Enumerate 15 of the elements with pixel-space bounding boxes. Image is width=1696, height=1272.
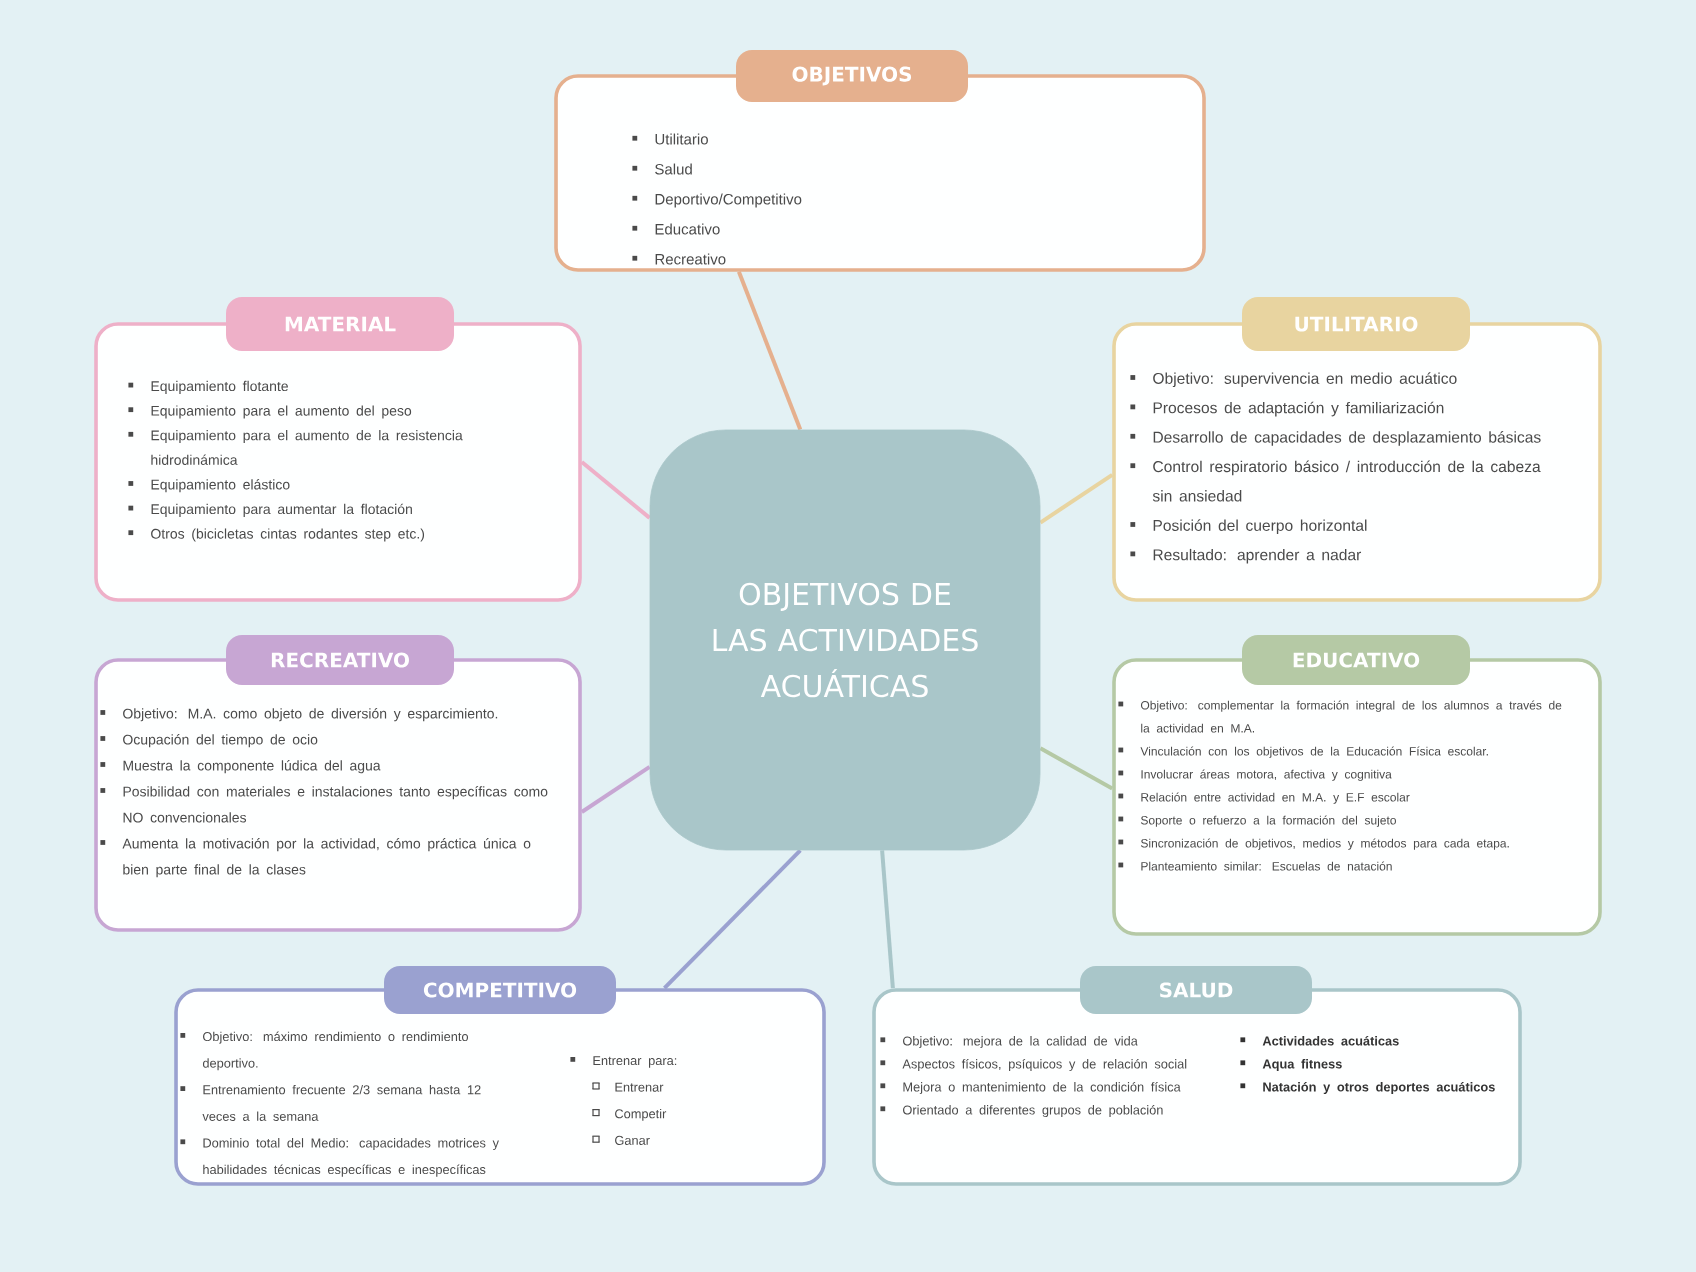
- connector-line: [1039, 746, 1114, 791]
- heading-pill: UTILITARIO: [1242, 297, 1470, 351]
- connector-line: [1039, 473, 1114, 525]
- heading-pill: EDUCATIVO: [1242, 635, 1470, 685]
- heading-pill: COMPETITIVO: [384, 966, 616, 1014]
- connector-line: [880, 850, 895, 989]
- connector-line: [737, 271, 803, 431]
- connector-line: [663, 849, 802, 990]
- heading-pill: MATERIAL: [226, 297, 454, 351]
- heading-pill: OBJETIVOS: [736, 50, 968, 102]
- heading-pill: RECREATIVO: [226, 635, 454, 685]
- connector-line: [580, 765, 651, 814]
- connector-line: [580, 460, 651, 520]
- heading-pill: SALUD: [1080, 966, 1312, 1014]
- central-topic: OBJETIVOS DE LAS ACTIVIDADES ACUÁTICAS: [649, 429, 1041, 851]
